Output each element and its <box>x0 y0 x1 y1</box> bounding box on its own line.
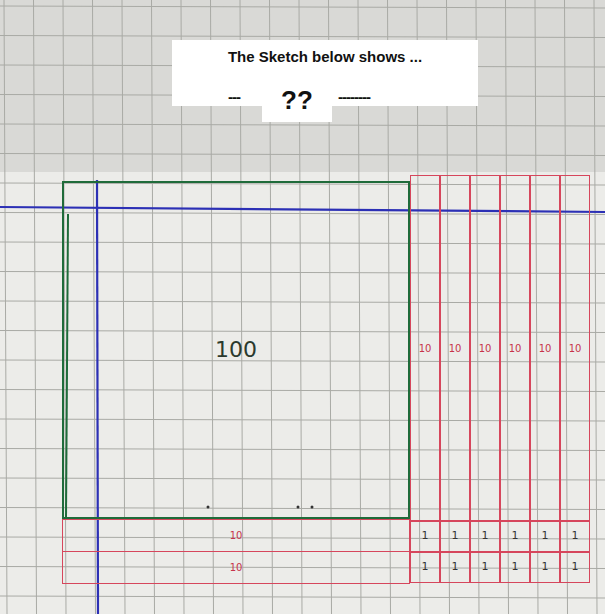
grid-line <box>0 242 605 244</box>
grid-line <box>34 0 37 614</box>
grid-line <box>0 508 605 510</box>
ten-strip: 10 <box>500 175 530 521</box>
unit-square: 1 <box>560 521 590 552</box>
grid-line <box>0 213 605 215</box>
node-label: 1 <box>572 561 579 573</box>
grid-line <box>0 36 605 38</box>
node-label: 1 <box>452 530 459 542</box>
node-label: 1 <box>452 561 459 573</box>
node-label: 10 <box>449 343 462 354</box>
unit-square: 1 <box>500 552 530 583</box>
node-label: 1 <box>482 530 489 542</box>
node-label: 1 <box>512 530 519 542</box>
question-box: ?? <box>262 78 332 122</box>
grid-line <box>0 183 605 185</box>
grid-line <box>152 0 155 614</box>
node-label: 1 <box>422 561 429 573</box>
unit-square: 1 <box>530 552 560 583</box>
pencil-dot <box>311 506 314 509</box>
grid-line <box>0 419 605 421</box>
grid-line <box>4 0 7 614</box>
unit-square: 1 <box>470 521 500 552</box>
node-label: 10 <box>569 343 582 354</box>
node-label: 1 <box>542 561 549 573</box>
ten-strip: 10 <box>470 175 500 521</box>
unit-square: 1 <box>500 521 530 552</box>
unit-square: 1 <box>530 521 560 552</box>
unit-square: 1 <box>560 552 590 583</box>
node-label: 10 <box>230 562 243 573</box>
node-label: 1 <box>512 561 519 573</box>
node-label: ?? <box>281 86 313 115</box>
unit-square: 1 <box>410 521 440 552</box>
grid-line <box>0 360 605 362</box>
grid-line <box>0 596 605 598</box>
node-label: 10 <box>539 343 552 354</box>
grid-line <box>0 6 605 8</box>
node-label: 10 <box>419 343 432 354</box>
grid-line <box>594 0 597 614</box>
axis-line <box>0 207 605 212</box>
unit-square: 1 <box>410 552 440 583</box>
ten-strip: 10 <box>530 175 560 521</box>
node-label: 10 <box>509 343 522 354</box>
grid-line <box>0 390 605 392</box>
grid-line <box>122 0 125 614</box>
grid-line <box>0 301 605 303</box>
grid-line <box>0 331 605 333</box>
axis-line <box>97 180 98 614</box>
ten-strip: 10 <box>62 519 410 552</box>
pencil-dot <box>207 506 210 509</box>
hundred-square: 100 <box>62 181 410 519</box>
grid-line <box>0 478 605 480</box>
dash-label: -------- <box>338 88 370 105</box>
title-text: The Sketch below shows ... <box>172 40 478 66</box>
unit-square: 1 <box>470 552 500 583</box>
grid-line <box>0 449 605 451</box>
ten-strip: 10 <box>560 175 590 521</box>
sketch-line <box>66 214 68 519</box>
grid-line <box>0 124 605 126</box>
node-label: 10 <box>479 343 492 354</box>
ten-strip: 10 <box>440 175 470 521</box>
grid-line <box>0 154 605 156</box>
dash-label: --- <box>228 88 240 105</box>
ten-strip: 10 <box>62 551 410 584</box>
grid-line <box>93 0 96 614</box>
paper-shadow <box>0 0 605 172</box>
node-label: 1 <box>542 530 549 542</box>
node-label: 1 <box>482 561 489 573</box>
node-label: 1 <box>422 530 429 542</box>
node-label: 10 <box>230 530 243 541</box>
pencil-dot <box>297 506 300 509</box>
ten-strip: 10 <box>410 175 440 521</box>
grid-line <box>0 272 605 274</box>
node-label: 100 <box>215 338 257 362</box>
node-label: 1 <box>572 530 579 542</box>
unit-square: 1 <box>440 521 470 552</box>
unit-square: 1 <box>440 552 470 583</box>
